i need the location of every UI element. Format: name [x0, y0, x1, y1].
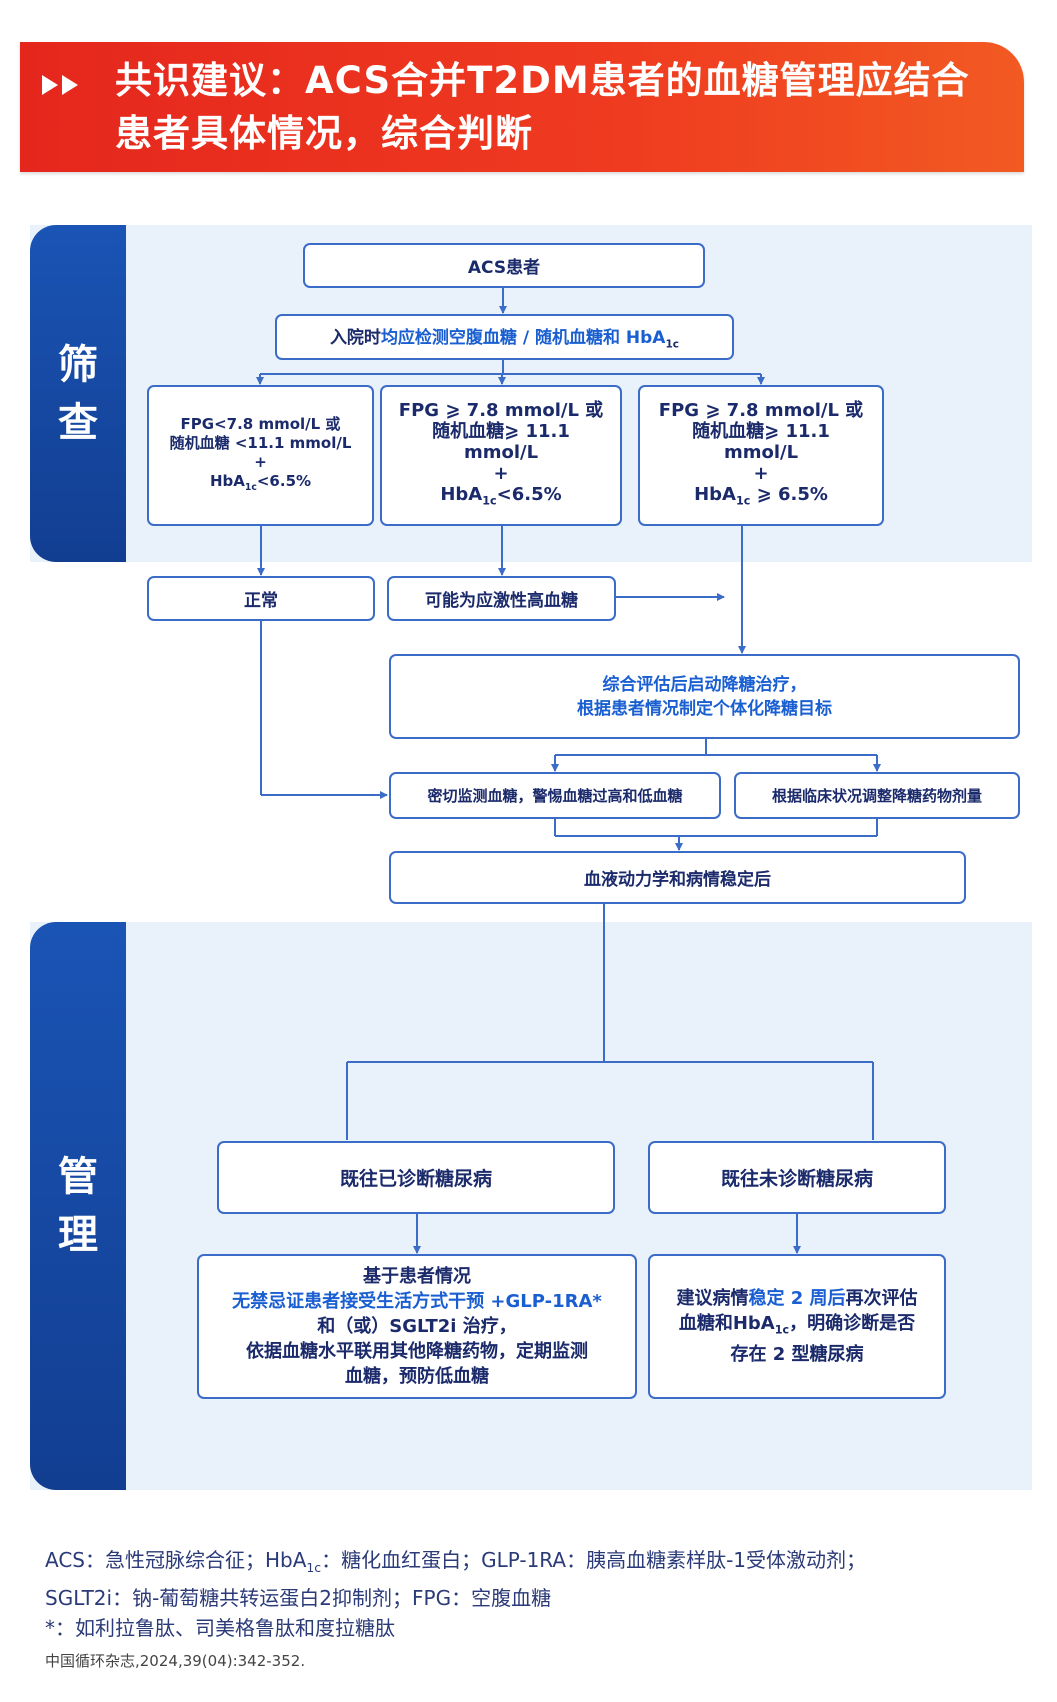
screening-tab: 筛 查	[30, 225, 126, 562]
monitor-box: 密切监测血糖，警惕血糖过高和低血糖	[389, 772, 721, 819]
normal-box: 正常	[147, 576, 375, 621]
cond2-line4: HbA1c<6.5%	[440, 484, 561, 512]
monitor-label: 密切监测血糖，警惕血糖过高和低血糖	[427, 787, 683, 805]
cond3-hba: HbA	[694, 483, 736, 505]
management-char-2: 理	[58, 1212, 98, 1258]
screening-char-2: 查	[58, 399, 98, 446]
cond2-hba: HbA	[440, 483, 483, 505]
cond3-hba-sub: 1c	[735, 494, 751, 508]
banner-title-line1: 共识建议：ACS合并T2DM患者的血糖管理应结合	[115, 59, 970, 102]
management-tab: 管 理	[30, 922, 126, 1490]
cond1-plus: +	[254, 452, 267, 471]
cond2-hba-sub: 1c	[482, 494, 497, 508]
diagnosed-plan-line4: 依据血糖水平联用其他降糖药物，定期监测	[246, 1341, 588, 1362]
cond3-hba-value: ⩾ 6.5%	[750, 483, 828, 505]
condition-box-2: FPG ⩾ 7.8 mmol/L 或 随机血糖⩾ 11.1 mmol/L + H…	[380, 385, 622, 526]
condition-box-3: FPG ⩾ 7.8 mmol/L 或 随机血糖⩾ 11.1 mmol/L + H…	[638, 385, 884, 526]
undiagnosed-plan-line1c: 再次评估	[845, 1287, 918, 1309]
cond1-hba-sub: 1c	[244, 481, 257, 493]
start-treatment-box: 综合评估后启动降糖治疗， 根据患者情况制定个体化降糖目标	[389, 654, 1020, 739]
diagnosed-diabetes-label: 既往已诊断糖尿病	[339, 1168, 492, 1190]
cond2-line2: 随机血糖⩾ 11.1	[432, 420, 570, 442]
title-banner: 共识建议：ACS合并T2DM患者的血糖管理应结合 患者具体情况，综合判断	[20, 42, 1024, 172]
undiagnosed-plan-line3: 存在 2 型糖尿病	[730, 1344, 864, 1366]
undiagnosed-plan-line2b: ，明确诊断是否	[789, 1312, 916, 1334]
diagnosed-plan-line1: 基于患者情况	[363, 1266, 471, 1287]
adjust-dose-label: 根据临床状况调整降糖药物剂量	[771, 787, 982, 805]
diagnosed-plan-line2: 无禁忌证患者接受生活方式干预 +GLP-1RA*	[232, 1291, 602, 1312]
undiagnosed-diabetes-box: 既往未诊断糖尿病	[648, 1141, 946, 1214]
management-char-1: 管	[58, 1154, 98, 1200]
cond3-line3: mmol/L	[723, 441, 799, 463]
cond2-line1: FPG ⩾ 7.8 mmol/L 或	[398, 399, 604, 421]
undiagnosed-plan-line2-sub: 1c	[774, 1323, 790, 1337]
undiagnosed-plan-line1b: 稳定 2 周后	[748, 1287, 846, 1309]
diagnosed-plan-line5: 血糖，预防低血糖	[345, 1366, 489, 1387]
cond3-plus: +	[753, 462, 769, 484]
admission-test-mid: 均应检测空腹血糖 / 随机血糖和 HbA	[380, 328, 666, 349]
citation: 中国循环杂志,2024,39(04):342-352.	[45, 1652, 306, 1670]
admission-test-box: 入院时均应检测空腹血糖 / 随机血糖和 HbA1c	[275, 314, 734, 360]
footnote-line1a: ACS：急性冠脉综合征；HbA	[45, 1548, 307, 1572]
screening-char-1: 筛	[58, 341, 98, 388]
undiagnosed-diabetes-label: 既往未诊断糖尿病	[720, 1168, 873, 1190]
diagnosed-plan-line3: 和（或）SGLT2i 治疗，	[317, 1316, 517, 1337]
cond2-plus: +	[493, 462, 509, 484]
footnote-line1-sub: 1c	[306, 1560, 322, 1575]
cond2-hba-value: <6.5%	[496, 483, 562, 505]
abbreviation-footnote: ACS：急性冠脉综合征；HbA1c：糖化血红蛋白；GLP-1RA：胰高血糖素样肽…	[45, 1545, 1045, 1643]
adjust-dose-box: 根据临床状况调整降糖药物剂量	[734, 772, 1020, 819]
admission-test-label: 入院时均应检测空腹血糖 / 随机血糖和 HbA1c	[330, 323, 679, 350]
footnote-line1: ACS：急性冠脉综合征；HbA1c：糖化血红蛋白；GLP-1RA：胰高血糖素样肽…	[45, 1545, 1045, 1583]
footnote-line3: *：如利拉鲁肽、司美格鲁肽和度拉糖肽	[45, 1616, 395, 1640]
admission-test-sub: 1c	[665, 338, 680, 351]
undiagnosed-plan-box: 建议病情稳定 2 周后再次评估 血糖和HbA1c，明确诊断是否 存在 2 型糖尿…	[648, 1254, 946, 1399]
cond2-line3: mmol/L	[463, 441, 539, 463]
stress-hyperglycemia-box: 可能为应激性高血糖	[387, 576, 616, 621]
undiagnosed-plan-line2a: 血糖和HbA	[678, 1312, 775, 1334]
banner-title: 共识建议：ACS合并T2DM患者的血糖管理应结合 患者具体情况，综合判断	[115, 54, 1015, 160]
undiagnosed-plan-line2: 血糖和HbA1c，明确诊断是否	[679, 1311, 915, 1343]
condition-box-1: FPG<7.8 mmol/L 或 随机血糖 <11.1 mmol/L + HbA…	[147, 385, 374, 526]
cond1-hba-value: <6.5%	[256, 471, 312, 490]
footnote-line1b: ：糖化血红蛋白；GLP-1RA：胰高血糖素样肽-1受体激动剂；	[321, 1548, 867, 1572]
hemodynamic-stable-box: 血液动力学和病情稳定后	[389, 851, 966, 904]
cond3-line2: 随机血糖⩾ 11.1	[692, 420, 830, 442]
cond1-line4: HbA1c<6.5%	[210, 472, 311, 497]
double-right-arrow-icon	[42, 75, 78, 95]
admission-test-pre: 入院时	[329, 328, 381, 349]
diagnosed-plan-box: 基于患者情况 无禁忌证患者接受生活方式干预 +GLP-1RA* 和（或）SGLT…	[197, 1254, 637, 1399]
start-treatment-line1: 综合评估后启动降糖治疗，	[602, 674, 807, 695]
banner-title-line2: 患者具体情况，综合判断	[115, 112, 533, 155]
diagnosed-diabetes-box: 既往已诊断糖尿病	[217, 1141, 615, 1214]
cond3-line1: FPG ⩾ 7.8 mmol/L 或	[658, 399, 864, 421]
cond1-line1: FPG<7.8 mmol/L 或	[180, 414, 341, 433]
acs-patient-label: ACS患者	[467, 258, 541, 278]
acs-patient-box: ACS患者	[303, 243, 705, 288]
stress-hyperglycemia-label: 可能为应激性高血糖	[425, 591, 578, 611]
normal-label: 正常	[244, 591, 278, 611]
start-treatment-line2: 根据患者情况制定个体化降糖目标	[577, 698, 832, 719]
undiagnosed-plan-line1a: 建议病情	[676, 1287, 749, 1309]
undiagnosed-plan-line1: 建议病情稳定 2 周后再次评估	[676, 1286, 917, 1311]
footnote-line2: SGLT2i：钠-葡萄糖共转运蛋白2抑制剂；FPG：空腹血糖	[45, 1586, 552, 1610]
cond3-line4: HbA1c ⩾ 6.5%	[694, 484, 828, 512]
cond1-line2: 随机血糖 <11.1 mmol/L	[169, 433, 352, 452]
cond1-hba: HbA	[209, 471, 245, 490]
hemodynamic-stable-label: 血液动力学和病情稳定后	[584, 870, 771, 890]
